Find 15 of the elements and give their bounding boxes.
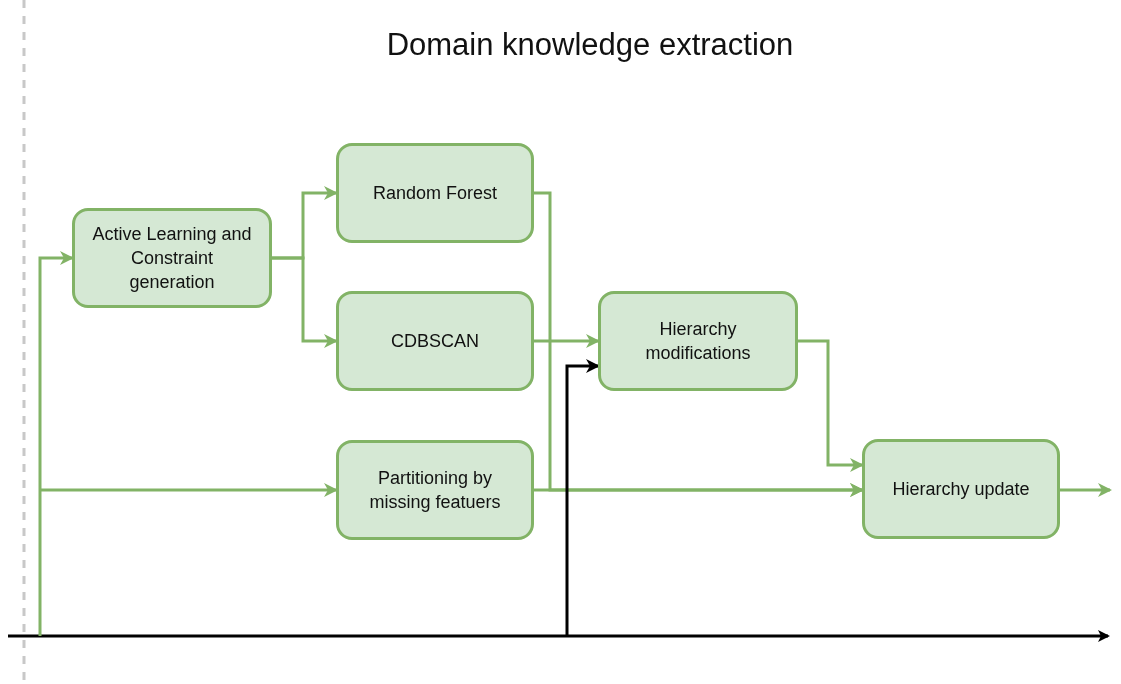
- arrow: [565, 359, 600, 636]
- process-box: Hierarchy update: [862, 439, 1060, 539]
- arrow: [534, 483, 864, 497]
- process-box: Hierarchy modifications: [598, 291, 798, 391]
- arrow: [40, 483, 338, 497]
- process-box: Partitioning by missing featuers: [336, 440, 534, 540]
- process-box: Active Learning and Constraint generation: [72, 208, 272, 308]
- arrow: [1060, 483, 1112, 497]
- process-box: Random Forest: [336, 143, 534, 243]
- arrow: [272, 256, 338, 348]
- diagram-title: Domain knowledge extraction: [385, 26, 795, 64]
- arrow: [798, 339, 864, 472]
- arrow: [38, 251, 74, 636]
- arrow: [534, 334, 600, 348]
- process-box: CDBSCAN: [336, 291, 534, 391]
